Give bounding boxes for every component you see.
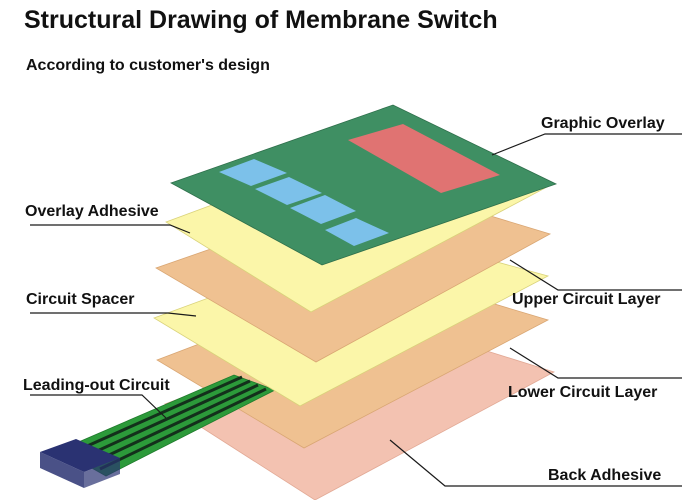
overlay-key-window bbox=[219, 159, 287, 186]
leader-lines bbox=[30, 133, 682, 487]
circuit-trace bbox=[75, 375, 243, 453]
circuit-trace bbox=[91, 383, 259, 465]
label-graphic-overlay: Graphic Overlay bbox=[541, 115, 665, 132]
page-title: Structural Drawing of Membrane Switch bbox=[24, 6, 498, 34]
label-circuit-spacer: Circuit Spacer bbox=[26, 291, 135, 308]
leader-upper-circuit-layer bbox=[509, 259, 682, 291]
overlay-key-window bbox=[325, 218, 389, 246]
overlay-key-window bbox=[255, 177, 322, 205]
leader-lower-circuit-layer bbox=[509, 347, 682, 379]
leader-graphic-overlay bbox=[491, 133, 682, 156]
connector-side bbox=[84, 458, 120, 488]
leader-circuit-spacer bbox=[30, 312, 197, 317]
leader-overlay-adhesive bbox=[30, 224, 191, 234]
label-leading-out-circuit: Leading-out Circuit bbox=[23, 377, 170, 394]
page-subtitle: According to customer's design bbox=[26, 57, 270, 74]
circuit-trace bbox=[83, 379, 251, 459]
label-back-adhesive: Back Adhesive bbox=[548, 467, 662, 484]
label-lower-circuit-layer: Lower Circuit Layer bbox=[508, 384, 658, 401]
connector-top bbox=[40, 439, 120, 472]
leader-leading-out-circuit bbox=[30, 394, 167, 419]
connector-block bbox=[40, 439, 120, 488]
leader-back-adhesive bbox=[389, 439, 682, 487]
label-upper-circuit-layer: Upper Circuit Layer bbox=[512, 291, 661, 308]
overlay-display-window bbox=[348, 124, 500, 193]
leading-out-circuit-traces bbox=[75, 375, 267, 471]
overlay-key-window bbox=[290, 195, 356, 224]
connector-front bbox=[40, 452, 84, 488]
graphic-overlay-layer bbox=[170, 104, 558, 266]
label-overlay-adhesive: Overlay Adhesive bbox=[25, 203, 159, 220]
circuit-trace bbox=[99, 387, 267, 471]
